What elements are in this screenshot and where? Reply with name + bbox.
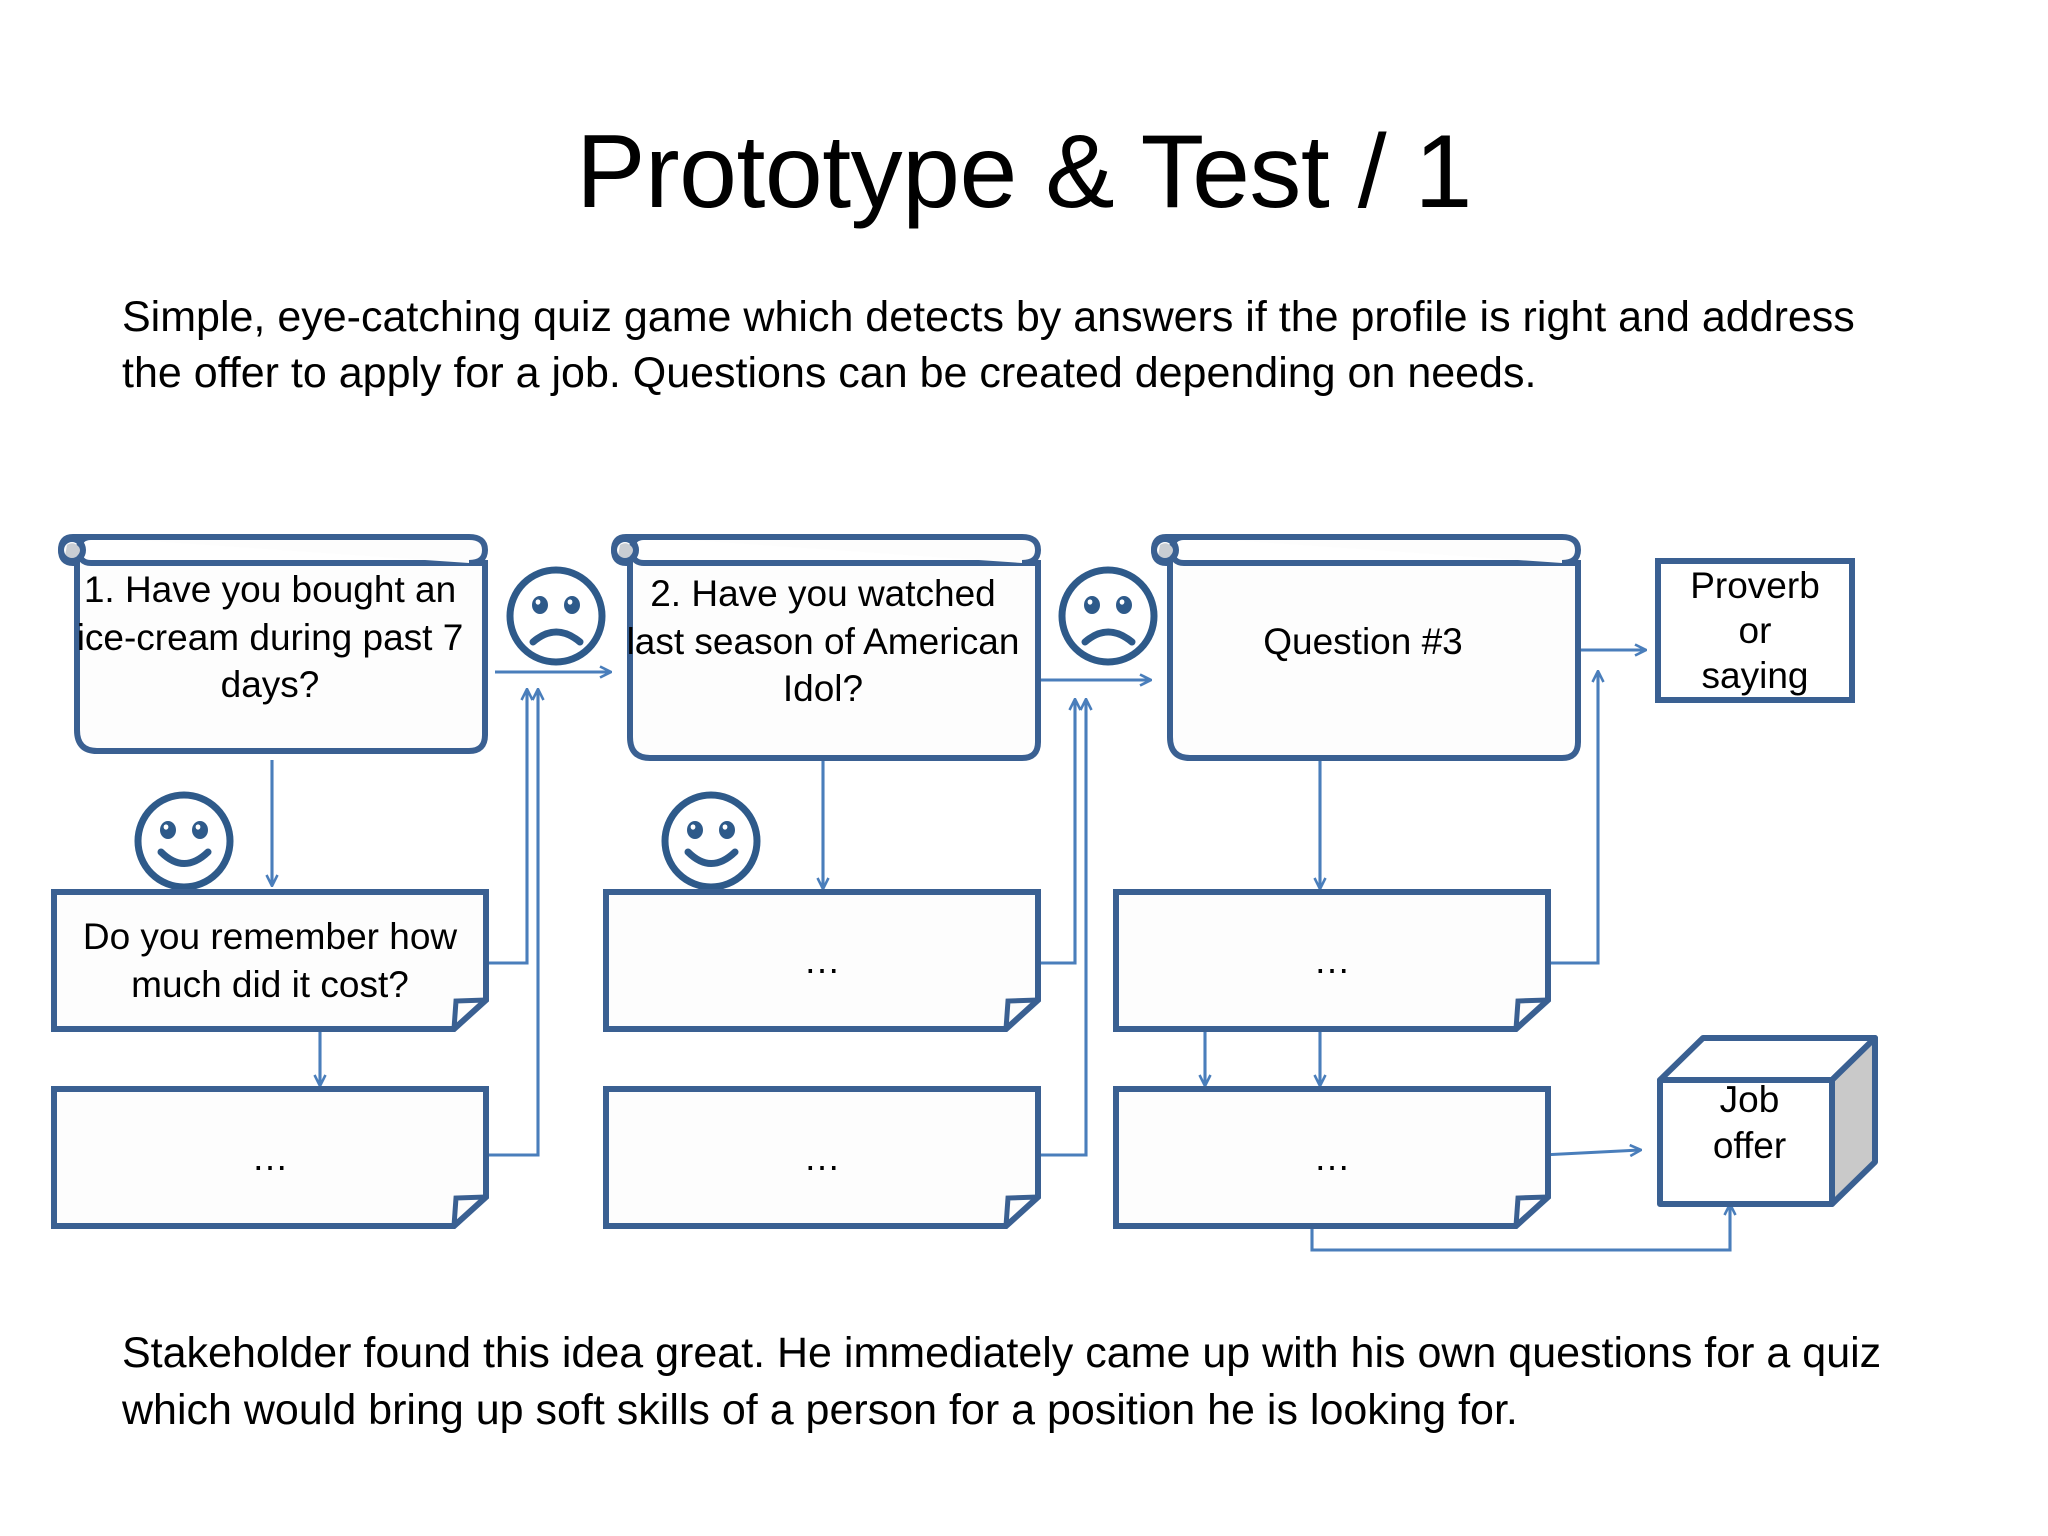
scroll-shape [1150, 534, 1582, 761]
document-shape [1113, 1086, 1551, 1229]
document-shape [51, 889, 489, 1032]
question-card-3-label: Question #3 [1263, 620, 1463, 662]
answer-card-2-2-label: … [803, 1136, 841, 1178]
question-card-3[interactable]: Question #3 [1138, 515, 1588, 768]
question-card-2[interactable]: 2. Have you watched last season of Ameri… [598, 515, 1048, 768]
happy-face-icon [128, 785, 240, 897]
outcome-proverb-line-3: saying [1701, 655, 1809, 697]
page-title: Prototype & Test / 1 [576, 114, 1472, 230]
answer-card-2-2[interactable]: … [602, 1085, 1042, 1230]
document-shape [603, 889, 1041, 1032]
document-shape [1113, 889, 1551, 1032]
question-card-1-label: 1. Have you bought an ice-cream during p… [76, 569, 464, 706]
answer-card-1-1-label: Do you remember how much did it cost? [82, 916, 458, 1005]
outcome-job-offer-line-1: Job [1719, 1078, 1780, 1120]
scroll-shape [610, 534, 1042, 761]
answer-card-3-1-label: … [1313, 939, 1351, 981]
answer-card-3-2-label: … [1313, 1136, 1351, 1178]
scroll-shape [57, 534, 489, 754]
answer-card-1-2[interactable]: … [50, 1085, 490, 1230]
outcome-job-offer-cube[interactable]: Job offer [1655, 1030, 1880, 1210]
footer-paragraph: Stakeholder found this idea great. He im… [122, 1329, 1882, 1434]
question-card-2-label: 2. Have you watched last season of Ameri… [626, 573, 1020, 710]
document-shape [603, 1086, 1041, 1229]
document-shape [51, 1086, 489, 1229]
outcome-proverb-line-1: Proverb [1690, 564, 1820, 606]
outcome-job-offer-line-2: offer [1712, 1124, 1787, 1166]
happy-face-icon [655, 785, 767, 897]
answer-card-3-1[interactable]: … [1112, 888, 1552, 1033]
intro-paragraph: Simple, eye-catching quiz game which det… [122, 293, 1855, 397]
cube-shape [1657, 1035, 1878, 1207]
answer-card-1-1[interactable]: Do you remember how much did it cost? [50, 888, 490, 1033]
answer-card-2-1-label: … [803, 939, 841, 981]
sad-face-icon [500, 560, 612, 672]
answer-card-2-1[interactable]: … [602, 888, 1042, 1033]
sad-face-icon [1052, 560, 1164, 672]
outcome-proverb-box[interactable]: Proverb or saying [1655, 558, 1855, 703]
answer-card-1-2-label: … [251, 1136, 289, 1178]
question-card-1[interactable]: 1. Have you bought an ice-cream during p… [45, 515, 495, 760]
answer-card-3-2[interactable]: … [1112, 1085, 1552, 1230]
outcome-proverb-line-2: or [1738, 609, 1772, 651]
